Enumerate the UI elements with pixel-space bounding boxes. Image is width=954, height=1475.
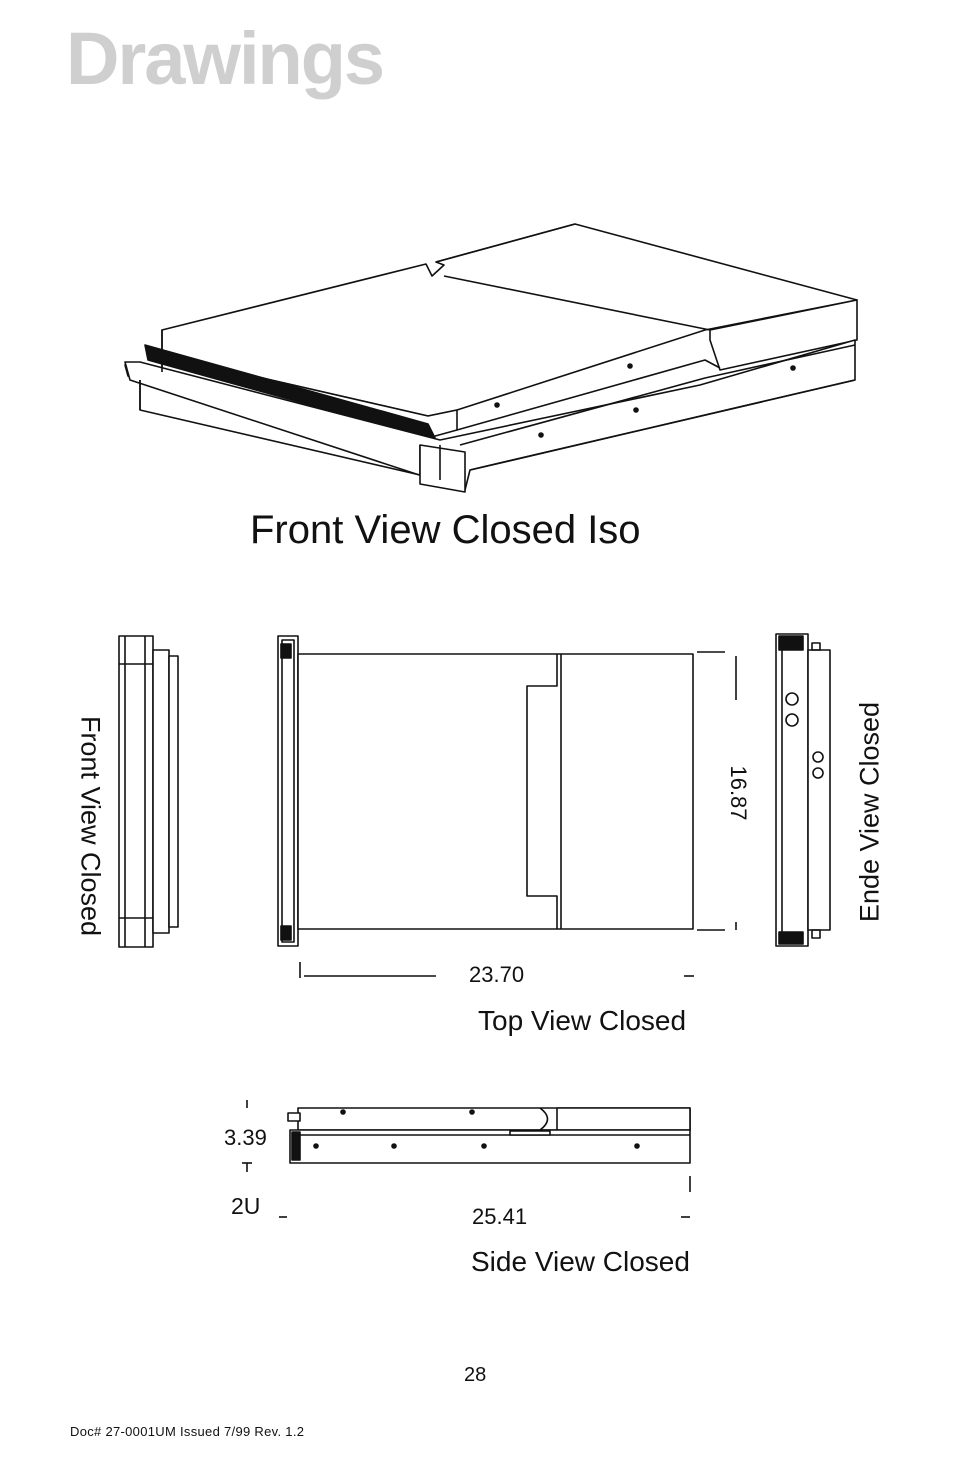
rack-units-label: 2U: [231, 1193, 261, 1219]
top-view-caption: Top View Closed: [478, 1005, 687, 1036]
page-number: 28: [464, 1364, 487, 1386]
side-length-dimension: 25.41: [472, 1204, 528, 1229]
document-footer: Doc# 27-0001UM Issued 7/99 Rev. 1.2: [70, 1424, 305, 1439]
side-view-caption: Side View Closed: [471, 1246, 690, 1277]
side-view-drawing: [242, 1100, 691, 1218]
side-height-dimension: 3.39: [224, 1125, 267, 1150]
top-depth-dimension: 16.87: [726, 765, 751, 821]
page-title: Drawings: [66, 17, 385, 100]
top-width-dimension: 23.70: [469, 962, 525, 987]
top-view-drawing: [277, 635, 737, 978]
end-view-drawing: [775, 633, 831, 947]
iso-view-drawing: [124, 223, 858, 493]
front-view-drawing: [118, 635, 179, 948]
iso-view-caption: Front View Closed Iso: [250, 508, 641, 552]
end-view-caption: Ende View Closed: [854, 701, 885, 923]
front-view-caption: Front View Closed: [75, 715, 106, 937]
